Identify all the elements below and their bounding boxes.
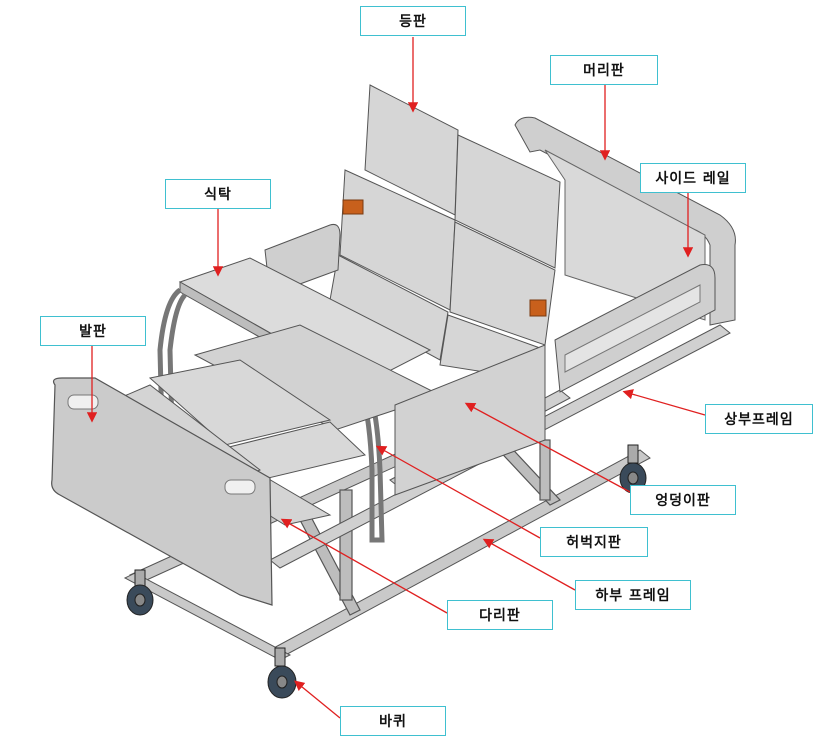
label-head-board: 머리판 [550,55,658,85]
wheel-front-right [267,647,297,699]
back-rest [329,84,561,381]
label-leg-board: 다리판 [447,600,553,630]
label-thigh-board: 허벅지판 [540,527,648,557]
label-hip-board: 엉덩이판 [630,485,736,515]
leader-leg-board [280,518,448,614]
label-foot-board: 발판 [40,316,146,346]
side-rail-right [554,264,716,393]
label-lower-frame: 하부 프레임 [575,580,691,610]
leader-thigh-board [375,445,541,539]
label-upper-frame: 상부프레임 [705,404,813,434]
label-side-rail: 사이드 레일 [640,163,746,193]
label-back-board: 등판 [360,6,466,36]
leader-lines [86,37,706,719]
leader-lower-frame [482,538,576,591]
label-table: 식탁 [165,179,271,209]
leader-wheel [293,680,341,719]
wheel-front-left [126,569,154,616]
latch [342,199,547,317]
leader-upper-frame [622,389,706,416]
foot-board [51,377,273,606]
leader-hip-board [464,402,631,493]
thigh-board [148,359,367,481]
label-wheel: 바퀴 [340,706,446,736]
